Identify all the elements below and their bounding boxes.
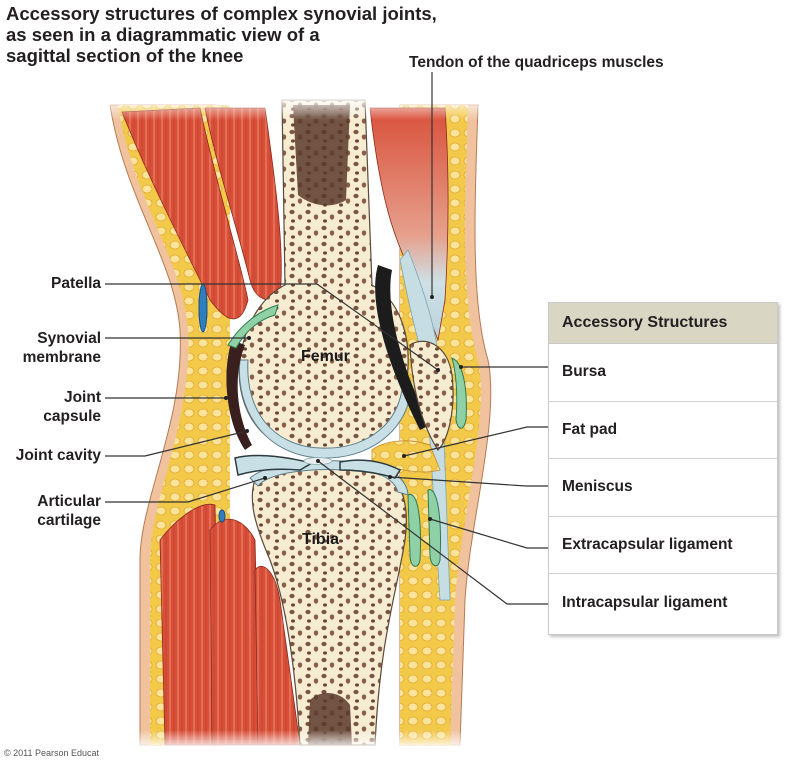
blood-vessel-1 [198,283,208,333]
bursa-infrapatellar-1 [407,494,421,567]
leader-joint-cavity [105,430,248,457]
copyright-notice: © 2011 Pearson Educat [4,748,100,758]
label-patella: Patella [51,275,101,292]
suprapatellar-bursa-dark [375,265,430,430]
title-line-2: as seen in a diagrammatic view of a [6,24,320,45]
title-line-1: Accessory structures of complex synovial… [6,3,437,24]
label-articular-cartilage: Articular cartilage [37,493,101,529]
table-header: Accessory Structures [549,303,777,344]
leader-intracapsular-ligament [317,460,548,605]
calf-muscle-3 [254,565,301,746]
leader-extracapsular-ligament [429,518,548,549]
diagram-title: Accessory structures of complex synovial… [6,3,437,66]
femur-label: Femur [301,348,350,365]
leader-articular-cartilage [105,477,266,503]
patella [409,340,454,451]
label-quadriceps-tendon: Tendon of the quadriceps muscles [409,54,664,71]
label-joint-cavity: Joint cavity [15,447,101,464]
leader-lines [105,72,548,605]
hamstring-muscle-1 [121,107,249,320]
label-joint-capsule: Joint capsule [43,389,101,425]
table-row-bursa: Bursa [549,344,777,402]
blood-vessel-2 [218,509,226,523]
accessory-structures-table: Accessory Structures Bursa Fat pad Menis… [548,302,778,635]
leader-fat-pad [403,426,548,457]
joint-cavity [226,340,252,450]
table-row-meniscus: Meniscus [549,459,777,517]
femur-marrow [293,105,350,206]
table-row-extracapsular-ligament: Extracapsular ligament [549,517,777,575]
calf-muscle-2 [209,518,261,746]
leader-meniscus [389,476,548,487]
bursa-prepatellar [451,357,467,429]
table-row-fat-pad: Fat pad [549,402,777,460]
table-row-intracapsular-ligament: Intracapsular ligament [562,594,728,612]
label-synovial-membrane: Synovial membrane [22,330,101,366]
title-line-3: sagittal section of the knee [6,45,244,66]
meniscus-anterior [339,459,402,479]
leader-dots [224,295,463,521]
hamstring-muscle-2 [204,107,282,301]
meniscus [234,454,315,476]
leader-patella [105,283,439,371]
tibia-label: Tibia [302,531,339,548]
